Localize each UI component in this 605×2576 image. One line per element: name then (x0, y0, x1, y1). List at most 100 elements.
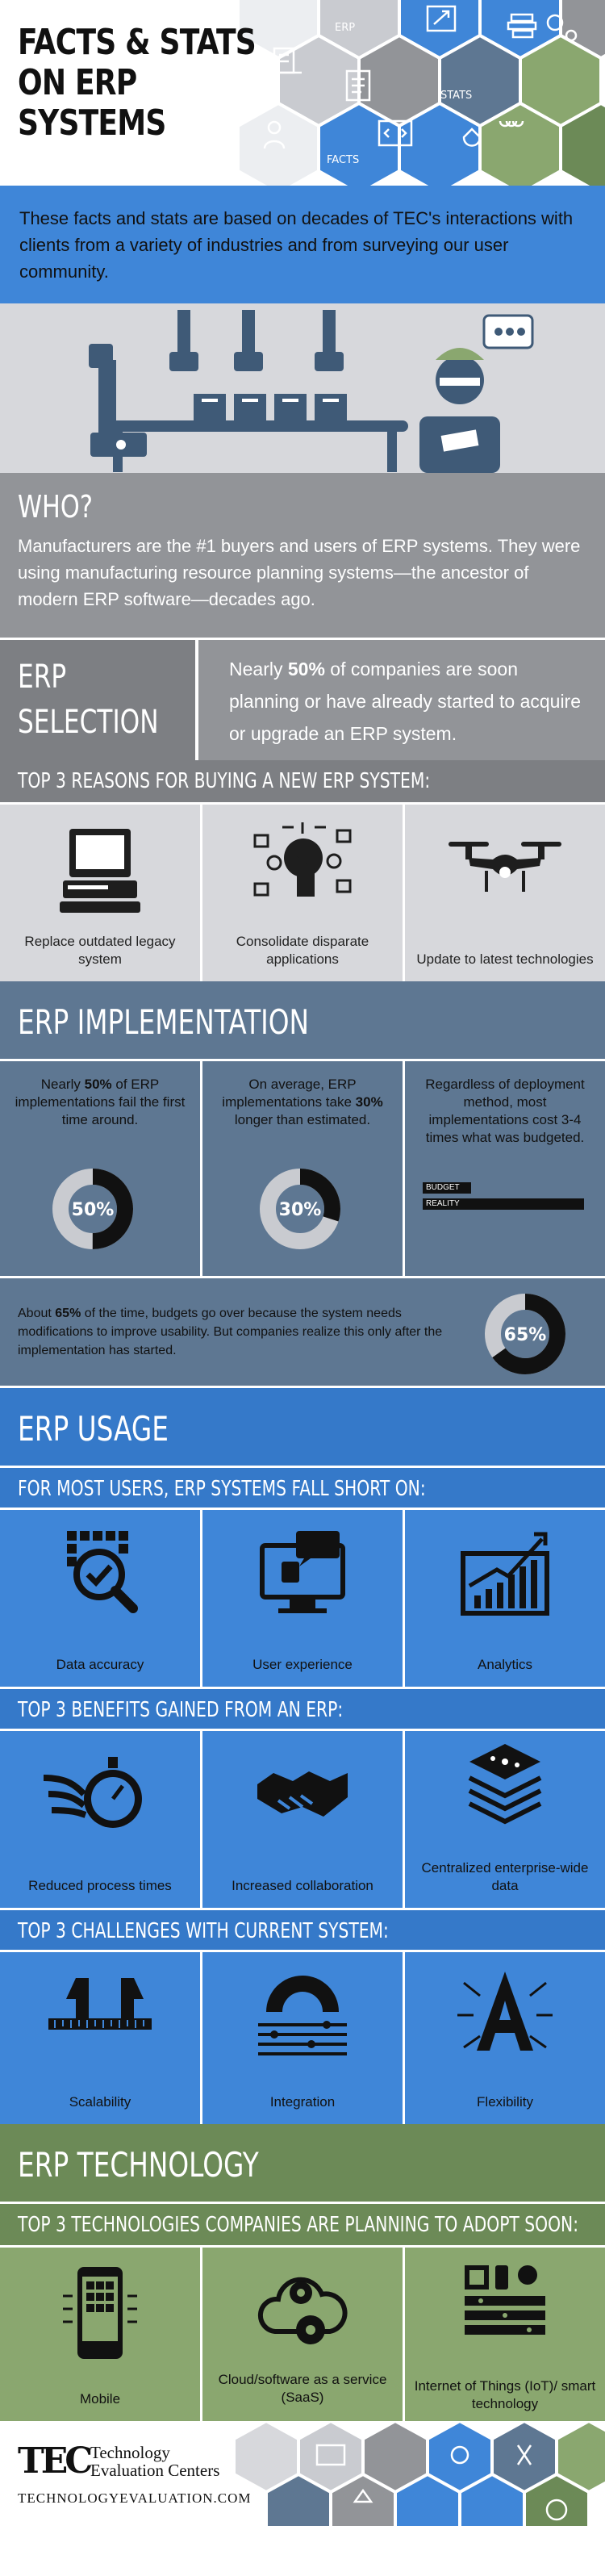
technology-label: Mobile (79, 2391, 121, 2407)
benefits-heading-bar: TOP 3 BENEFITS GAINED FROM AN ERP: (0, 1687, 605, 1729)
benefit-item: Centralized enterprise-wide data (405, 1731, 605, 1908)
shortfall-heading-bar: FOR MOST USERS, ERP SYSTEMS FALL SHORT O… (0, 1466, 605, 1508)
donut-chart-budget: 65% (485, 1294, 565, 1374)
stat-time-text: On average, ERP implementations take 30%… (222, 1077, 383, 1127)
org-name-line-2: Evaluation Centers (90, 2461, 220, 2480)
reason-label: Replace outdated legacy system (24, 934, 176, 967)
implementation-section: ERP IMPLEMENTATION Nearly 50% of ERP imp… (0, 981, 605, 1388)
growth-chart-icon (461, 1532, 549, 1616)
drone-icon (449, 842, 561, 892)
reason-item: Update to latest technologies (405, 805, 605, 981)
donut-budget-label: 65% (504, 1325, 547, 1345)
hex-pattern-graphic: ERP STATS FACTS (236, 0, 605, 186)
who-section: WHO? Manufacturers are the #1 buyers and… (0, 473, 605, 638)
stat-cost-text: Regardless of deployment method, most im… (425, 1077, 585, 1145)
donut-chart-fail: 50% (52, 1169, 133, 1249)
erp-selection-section: ERP SELECTION Nearly 50% of companies ar… (0, 638, 605, 760)
desktop-chat-icon (260, 1531, 345, 1613)
tec-logo: TEC (18, 2440, 93, 2482)
challenge-item: Scalability (0, 1952, 202, 2124)
org-name-line-1: Technology (90, 2443, 170, 2462)
selection-text: Nearly 50% of companies are soon plannin… (229, 653, 584, 750)
shortfall-label: Data accuracy (56, 1657, 144, 1672)
implementation-stats-row: Nearly 50% of ERP implementations fail t… (0, 1059, 605, 1278)
erp-selection-heading: ERP SELECTION (0, 640, 198, 760)
reality-bar: REALITY (423, 1198, 584, 1210)
donut-chart-time: 30% (260, 1169, 340, 1249)
reasons-heading: TOP 3 REASONS FOR BUYING A NEW ERP SYSTE… (18, 769, 431, 793)
shortfall-label: Analytics (477, 1657, 533, 1672)
budget-bar: BUDGET (423, 1182, 471, 1194)
page-title: FACTS & STATS ON ERP SYSTEMS (18, 22, 257, 144)
challenge-label: Integration (269, 2094, 336, 2110)
selection-heading-line-2: SELECTION (18, 704, 159, 741)
org-name: Technology Evaluation Centers (90, 2444, 219, 2479)
technology-sub-heading: TOP 3 TECHNOLOGIES COMPANIES ARE PLANNIN… (18, 2213, 579, 2237)
header: ERP STATS FACTS FACTS & STATS ON ERP SYS… (0, 0, 605, 186)
reason-label: Consolidate disparate applications (236, 934, 369, 967)
technology-item: Mobile (0, 2248, 202, 2421)
shortfall-label: User experience (252, 1657, 353, 1672)
stat-overrun-time: On average, ERP implementations take 30%… (202, 1061, 405, 1276)
title-line-2: ON ERP (18, 62, 137, 103)
website-link[interactable]: TECHNOLOGYEVALUATION.COM (18, 2490, 252, 2506)
iot-devices-icon (465, 2265, 545, 2335)
challenges-heading: TOP 3 CHALLENGES WITH CURRENT SYSTEM: (18, 1919, 389, 1943)
usage-section: ERP USAGE FOR MOST USERS, ERP SYSTEMS FA… (0, 1388, 605, 2124)
stopwatch-icon (44, 1757, 142, 1828)
benefit-label: Increased collaboration (232, 1878, 373, 1893)
selection-stat: 50% (287, 659, 325, 680)
challenge-item: Flexibility (405, 1952, 605, 2124)
handshake-icon (257, 1771, 348, 1817)
donut-fail-label: 50% (72, 1200, 115, 1220)
reason-item: Replace outdated legacy system (0, 805, 202, 981)
usage-heading: ERP USAGE (18, 1409, 169, 1449)
selection-text-post: of companies are soon planning or have a… (229, 659, 582, 744)
selection-heading-line-1: ERP (18, 659, 67, 696)
stat-fail-rate: Nearly 50% of ERP implementations fail t… (0, 1061, 202, 1276)
challenge-label: Scalability (69, 2094, 131, 2110)
benefit-item: Increased collaboration (202, 1731, 405, 1908)
technology-heading: ERP TECHNOLOGY (18, 2145, 259, 2185)
reason-label: Update to latest technologies (416, 951, 594, 967)
intro-text: These facts and stats are based on decad… (19, 208, 574, 282)
footer-hex-pattern (232, 2421, 605, 2526)
shortfall-row: Data accuracy User experience Analytics (0, 1508, 605, 1687)
reason-item: Consolidate disparate applications (202, 805, 405, 981)
shortfall-item: User experience (202, 1510, 405, 1687)
title-line-3: SYSTEMS (18, 102, 166, 144)
gauge-icon (258, 1976, 347, 2055)
implementation-heading: ERP IMPLEMENTATION (18, 1002, 310, 1042)
cloud-gear-icon (257, 2277, 348, 2344)
letter-a-icon (457, 1972, 553, 2051)
stat-cost-overrun: Regardless of deployment method, most im… (405, 1061, 605, 1276)
mobile-icon (63, 2267, 137, 2359)
reasons-row: Replace outdated legacy system Consolida… (0, 802, 605, 981)
donut-time-label: 30% (279, 1200, 322, 1220)
technology-item: Cloud/software as a service (SaaS) (202, 2248, 405, 2421)
who-heading: WHO? (18, 489, 93, 525)
technology-item: Internet of Things (IoT)/ smart technolo… (405, 2248, 605, 2421)
footer: TEC Technology Evaluation Centers TECHNO… (0, 2421, 605, 2526)
budget-overrun-row: About 65% of the time, budgets go over b… (0, 1278, 605, 1388)
shortfall-item: Analytics (405, 1510, 605, 1687)
hex-label-stats: STATS (440, 90, 472, 102)
benefits-heading: TOP 3 BENEFITS GAINED FROM AN ERP: (18, 1698, 344, 1722)
technology-section: ERP TECHNOLOGY TOP 3 TECHNOLOGIES COMPAN… (0, 2124, 605, 2421)
computer-icon (60, 829, 140, 913)
challenges-heading-bar: TOP 3 CHALLENGES WITH CURRENT SYSTEM: (0, 1908, 605, 1950)
title-line-1: FACTS & STATS (18, 22, 257, 63)
challenge-item: Integration (202, 1952, 405, 2124)
benefit-label: Centralized enterprise-wide data (421, 1860, 589, 1893)
technology-heading-bar: TOP 3 TECHNOLOGIES COMPANIES ARE PLANNIN… (0, 2202, 605, 2245)
assembly-line-graphic (89, 310, 534, 473)
budget-overrun-text: About 65% of the time, budgets go over b… (18, 1307, 443, 1357)
shortfall-heading: FOR MOST USERS, ERP SYSTEMS FALL SHORT O… (18, 1477, 426, 1501)
apps-hand-icon (253, 822, 352, 897)
intro-banner: These facts and stats are based on decad… (0, 186, 605, 303)
technology-label: Internet of Things (IoT)/ smart technolo… (414, 2378, 596, 2411)
benefit-item: Reduced process times (0, 1731, 202, 1908)
who-text: Manufacturers are the #1 buyers and user… (18, 536, 581, 609)
factory-illustration (0, 303, 605, 473)
selection-text-pre: Nearly (229, 659, 288, 680)
